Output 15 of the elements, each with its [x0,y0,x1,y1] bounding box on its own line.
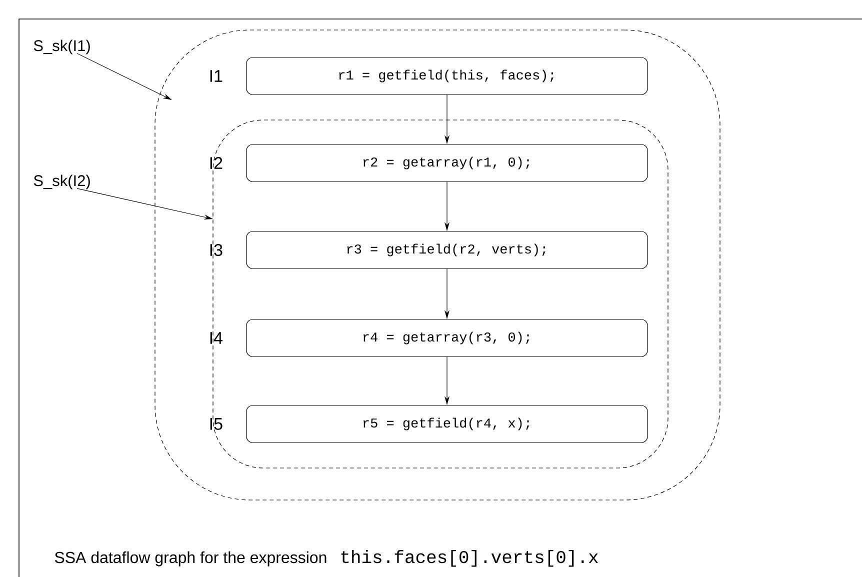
statement-box: r2 = getarray(r1, 0); [246,144,648,182]
instruction-label: I3 [210,244,222,256]
set-label: S_sk(I2) [34,174,90,190]
caption: SSA dataflow graph for the expression [54,551,326,566]
instruction-label: I4 [210,332,222,344]
dashed-region [154,30,720,500]
statement-box: r5 = getfield(r4, x); [246,405,648,443]
statement-box: r1 = getfield(this, faces); [246,57,648,95]
statement-box: r4 = getarray(r3, 0); [246,319,648,357]
statement-box: r3 = getfield(r2, verts); [246,231,648,269]
set-label: S_sk(I1) [34,40,90,54]
instruction-label: I5 [210,418,222,430]
code-expression: this.faces[0].verts[0].x [341,550,598,567]
instruction-label: I1 [210,70,222,82]
instruction-label: I2 [210,157,222,169]
